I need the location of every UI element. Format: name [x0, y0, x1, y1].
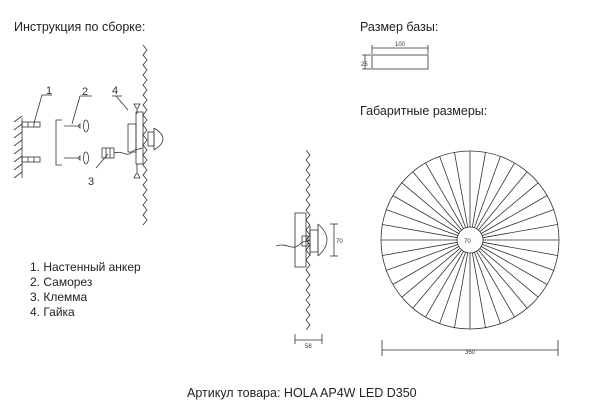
front-view-rays — [381, 151, 559, 329]
front-view-ray — [386, 244, 458, 271]
legend-item-anchor: 1. Настенный анкер — [30, 260, 141, 274]
front-view-ray — [439, 156, 466, 228]
legend-item-terminal: 3. Клемма — [30, 290, 88, 304]
front-view-ray — [401, 182, 461, 232]
front-view-ray — [478, 249, 528, 309]
front-view-ray — [392, 195, 459, 234]
assembly-heading: Инструкция по сборке: — [14, 20, 146, 34]
front-view-ray — [454, 252, 469, 328]
dimensions-heading: Габаритные размеры: — [360, 104, 488, 118]
base-size-drawing — [362, 45, 429, 70]
front-view-ray — [474, 252, 501, 324]
base-size-heading: Размер базы: — [360, 20, 439, 34]
front-view-ray — [412, 171, 462, 231]
wall-base — [135, 111, 144, 165]
mounting-bracket — [55, 119, 62, 166]
front-view-ray — [476, 251, 515, 318]
lamp-dome — [153, 127, 164, 151]
front-view-ray — [481, 195, 548, 234]
front-view-ray — [425, 251, 464, 318]
front-view-ray — [479, 248, 539, 298]
front-view-ray — [478, 171, 528, 231]
front-view-ray — [481, 246, 548, 285]
base-width-label: 100 — [395, 42, 406, 48]
side-height-label: 70 — [336, 239, 343, 245]
legend-item-nut: 4. Гайка — [30, 305, 75, 319]
callout-4: 4 — [112, 85, 118, 97]
terminal-block — [101, 147, 115, 159]
front-view-ray — [471, 152, 486, 228]
legend-item-screw: 2. Саморез — [30, 275, 93, 289]
base-height-label: 25 — [361, 62, 368, 68]
callout-2: 2 — [82, 86, 88, 98]
front-view-ray — [425, 162, 464, 229]
nut — [133, 103, 141, 109]
article-footer: Артикул товара: HOLA AP4W LED D350 — [187, 386, 417, 400]
callout-1: 1 — [46, 85, 52, 97]
front-view-ray — [476, 162, 515, 229]
front-view-ray — [482, 209, 554, 236]
front-view-ray — [386, 209, 458, 236]
assembly-diagram — [13, 44, 164, 226]
right-wall — [142, 44, 148, 226]
front-view-ray — [479, 182, 539, 232]
front-view-ray — [382, 241, 458, 256]
side-depth-label: 58 — [305, 344, 312, 350]
front-view-ray — [382, 224, 458, 239]
callout-3: 3 — [88, 176, 94, 188]
front-view-drawing — [380, 150, 560, 356]
front-view-ray — [439, 252, 466, 324]
front-view-ray — [482, 224, 558, 239]
screws — [64, 119, 89, 165]
front-view-ray — [401, 248, 461, 298]
diameter-label: 350 — [465, 350, 476, 356]
front-view-ray — [454, 152, 469, 228]
wall-anchors — [21, 121, 41, 163]
front-view-ray — [474, 156, 501, 228]
front-view-ray — [412, 249, 462, 309]
center-label: 70 — [464, 239, 471, 245]
left-wall — [13, 115, 23, 179]
front-view-ray — [482, 241, 558, 256]
front-view-ray — [392, 246, 459, 285]
front-view-ray — [471, 252, 486, 328]
front-view-ray — [482, 244, 554, 271]
side-view-drawing — [275, 149, 338, 344]
